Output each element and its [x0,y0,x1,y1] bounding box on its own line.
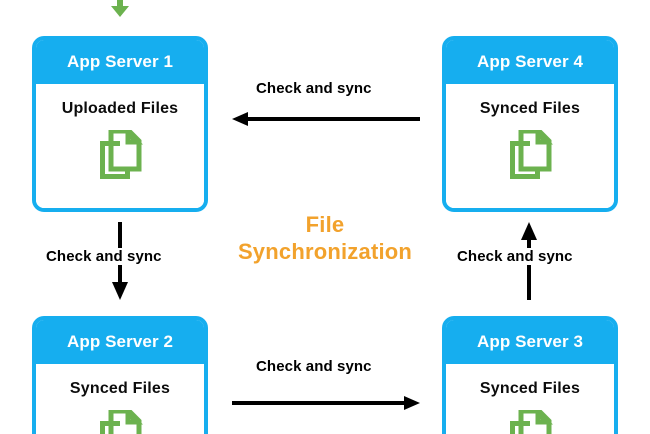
server-card-header: App Server 3 [446,320,614,364]
server-card-body: Synced Files [446,364,614,434]
copy-documents-icon [100,130,143,179]
server-card-label: Synced Files [479,380,581,397]
arrow-up-icon [521,222,537,300]
sync-top-label: Check and sync [254,80,374,97]
server-card-label: Synced Files [69,380,171,397]
arrow-left-icon [232,112,420,126]
sync-bottom-label: Check and sync [254,358,374,375]
arrow-right-icon [232,396,420,410]
server-card-body: Uploaded Files [36,84,204,208]
server-card-label: Uploaded Files [61,100,179,117]
upload-arrow-connector [104,0,136,18]
server-card-header: App Server 4 [446,40,614,84]
server-card-app-server-3[interactable]: App Server 3 Synced Files [442,316,618,434]
sync-top-connector [232,112,420,126]
copy-documents-icon [510,410,553,434]
server-card-body: Synced Files [446,84,614,208]
server-card-label: Synced Files [479,100,581,117]
server-card-app-server-1[interactable]: App Server 1 Uploaded Files [32,36,208,212]
server-card-app-server-2[interactable]: App Server 2 Synced Files [32,316,208,434]
sync-left-label: Check and sync [44,248,164,265]
sync-bottom-connector [232,396,420,410]
sync-right-label: Check and sync [455,248,575,265]
arrow-down-icon [111,0,129,17]
server-card-app-server-4[interactable]: App Server 4 Synced Files [442,36,618,212]
server-card-body: Synced Files [36,364,204,434]
server-card-header: App Server 1 [36,40,204,84]
server-card-header: App Server 2 [36,320,204,364]
copy-documents-icon [510,130,553,179]
copy-documents-icon [100,410,143,434]
diagram-title: File Synchronization [237,212,413,264]
sync-right-connector [519,222,539,300]
